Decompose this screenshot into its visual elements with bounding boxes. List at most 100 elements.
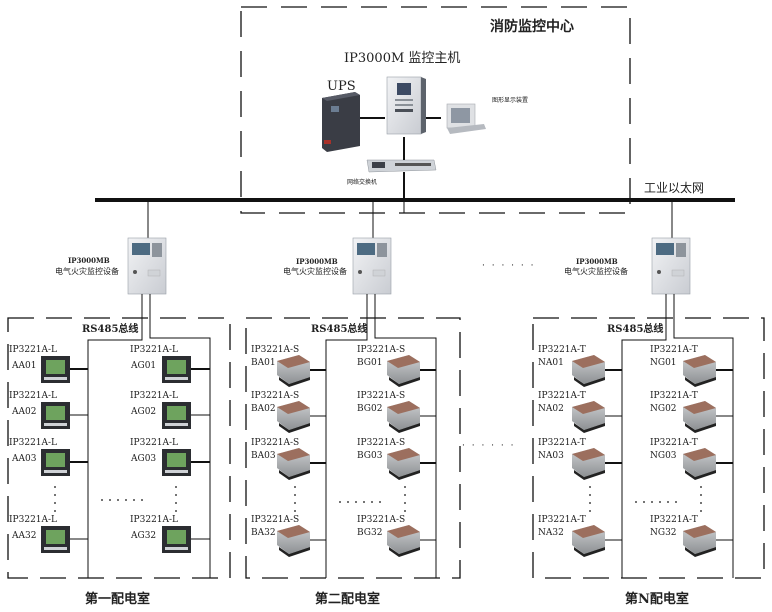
monitoring-module-icon [277,448,310,480]
ethernet-label: 工业以太网 [644,181,705,195]
power-meter-icon [41,526,70,553]
monitoring-module-icon [277,401,310,433]
device-model-label: IP3221A-L [130,515,179,525]
monitoring-module-icon [683,355,716,387]
device-id-label: NG32 [650,528,677,538]
vertical-ellipsis-dot [54,486,56,488]
horizontal-ellipsis-dot [675,501,677,503]
device-id-label: BA01 [251,358,276,368]
room-name-label: 第二配电室 [315,592,381,607]
display-label: 图形显示装置 [492,97,529,104]
device-model-label: IP3221A-T [650,438,698,448]
device-model-label: IP3221A-S [251,438,300,448]
control-center-title: 消防监控中心 [490,19,574,35]
vertical-ellipsis-dot [589,510,591,512]
room-3 [532,237,765,579]
vertical-ellipsis-dot [54,494,56,496]
fire-monitor-icon [651,237,691,295]
device-id-label: NA32 [538,528,564,538]
power-meter-icon [162,449,191,476]
vertical-ellipsis-dot [294,486,296,488]
monitoring-module-icon [387,525,420,557]
vertical-ellipsis-dot [589,502,591,504]
vertical-ellipsis-dot [294,494,296,496]
fire-monitor-icon [352,237,392,295]
horizontal-ellipsis-dot [109,499,111,501]
device-id-label: NG02 [650,404,677,414]
monitoring-host-icon [386,76,426,135]
device-model-label: IP3221A-T [538,438,586,448]
horizontal-ellipsis-dot [101,499,103,501]
power-meter-icon [162,356,191,383]
monitoring-module-icon [572,401,605,433]
rs485-bus-label: RS485总线 [311,324,368,335]
horizontal-ellipsis-dot [141,499,143,501]
monitor-model-label: IP3000MB [576,257,618,266]
horizontal-ellipsis-dot [363,501,365,503]
monitoring-module-icon [572,448,605,480]
horizontal-ellipsis-dot [635,501,637,503]
monitoring-module-icon [387,355,420,387]
device-model-label: IP3221A-S [251,391,300,401]
horizontal-ellipsis-dot [659,501,661,503]
device-model-label: IP3221A-T [538,345,586,355]
device-model-label: IP3221A-L [130,391,179,401]
device-id-label: AG32 [131,531,157,541]
power-meter-icon [41,402,70,429]
room-border [245,317,461,579]
room-border [7,317,231,579]
device-model-label: IP3221A-T [538,391,586,401]
room-name-label: 第N配电室 [625,592,689,607]
device-id-label: AA32 [12,531,37,541]
vertical-ellipsis-dot [175,502,177,504]
vertical-ellipsis-dot [294,510,296,512]
monitoring-module-icon [683,401,716,433]
ellipsis-rooms-mid: · · · · · · [462,441,516,451]
device-id-label: AA03 [12,454,37,464]
device-model-label: IP3221A-T [650,345,698,355]
device-id-label: NA01 [538,358,564,368]
device-id-label: AA01 [12,361,37,371]
ellipsis-rooms-top: · · · · · · [482,261,536,271]
device-model-label: IP3221A-S [357,438,406,448]
monitor-desc-label: 电气火灾监控设备 [564,267,628,276]
horizontal-ellipsis-dot [371,501,373,503]
device-id-label: AG02 [131,407,157,417]
monitor-desc-label: 电气火灾监控设备 [283,267,347,276]
device-id-label: BA32 [251,528,276,538]
vertical-ellipsis-dot [404,494,406,496]
device-model-label: IP3221A-S [357,391,406,401]
device-id-label: BG32 [357,528,383,538]
graphic-display-icon [446,103,486,134]
network-switch-icon [366,159,437,173]
vertical-ellipsis-dot [589,486,591,488]
device-model-label: IP3221A-S [251,515,300,525]
room-name-label: 第一配电室 [85,592,151,607]
fire-monitor-icon [127,237,167,295]
vertical-ellipsis-dot [175,486,177,488]
device-model-label: IP3221A-S [251,345,300,355]
horizontal-ellipsis-dot [379,501,381,503]
monitoring-module-icon [277,525,310,557]
device-id-label: BA03 [251,451,276,461]
vertical-ellipsis-dot [700,502,702,504]
horizontal-ellipsis-dot [117,499,119,501]
device-id-label: BA02 [251,404,276,414]
device-model-label: IP3221A-L [9,438,58,448]
device-model-label: IP3221A-L [130,438,179,448]
device-model-label: IP3221A-T [650,515,698,525]
device-id-label: AG01 [131,361,157,371]
monitoring-module-icon [387,448,420,480]
device-id-label: AG03 [131,454,157,464]
control-center-border [240,6,631,214]
monitoring-module-icon [572,355,605,387]
monitor-model-label: IP3000MB [296,257,338,266]
vertical-ellipsis-dot [175,494,177,496]
monitoring-module-icon [683,448,716,480]
device-model-label: IP3221A-T [538,515,586,525]
horizontal-ellipsis-dot [339,501,341,503]
device-model-label: IP3221A-L [130,345,179,355]
room-border [532,317,765,579]
monitoring-module-icon [683,525,716,557]
horizontal-ellipsis-dot [667,501,669,503]
